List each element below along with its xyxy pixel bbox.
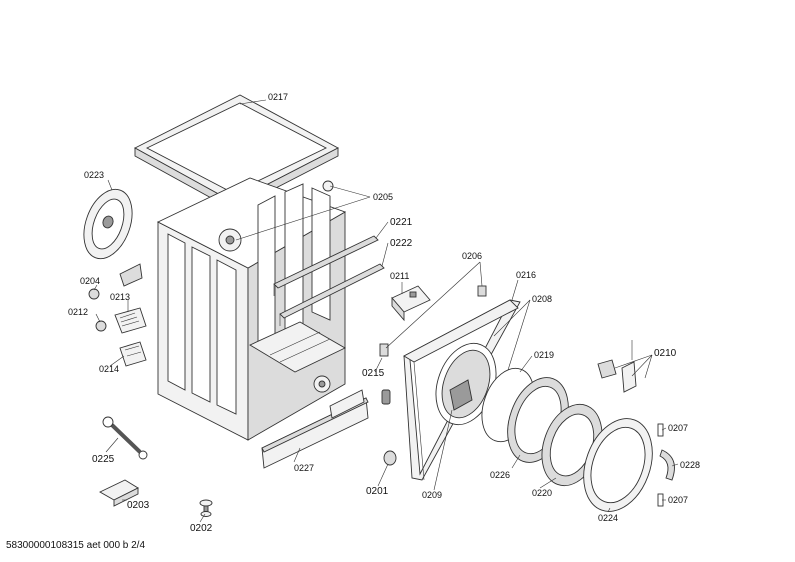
label-0220: 0220 [532, 488, 552, 498]
door-glass-part [541, 403, 603, 487]
hinge-parts [597, 340, 675, 507]
label-0215: 0215 [362, 368, 385, 379]
label-0226: 0226 [490, 470, 510, 480]
door-lock-part [391, 285, 431, 322]
label-0212: 0212 [68, 307, 88, 317]
cross-bars [273, 235, 385, 326]
door-ring-outer [583, 418, 653, 512]
front-panel-part [403, 299, 521, 481]
label-0224: 0224 [598, 513, 618, 523]
label-0201: 0201 [366, 486, 389, 497]
clip-0215 [379, 343, 389, 357]
small-parts-left [88, 288, 147, 367]
label-0210: 0210 [654, 348, 677, 359]
label-0216: 0216 [516, 270, 536, 280]
label-0223: 0223 [84, 170, 104, 180]
label-0227: 0227 [294, 463, 314, 473]
door-ring-inner [507, 377, 569, 463]
label-0228: 0228 [680, 460, 700, 470]
label-0222: 0222 [390, 238, 413, 249]
leader-lines [93, 99, 679, 523]
worktop-part [134, 94, 339, 211]
label-0206: 0206 [462, 251, 482, 261]
spanner-tool [102, 416, 148, 460]
label-0221: 0221 [390, 217, 413, 228]
clip-0206 [477, 285, 487, 297]
label-0204: 0204 [80, 276, 100, 286]
label-0207-bottom: 0207 [668, 495, 688, 505]
label-0205: 0205 [373, 192, 393, 202]
rear-cover-part [83, 188, 143, 287]
transport-bracket [99, 479, 139, 507]
label-0208: 0208 [532, 294, 552, 304]
adjustable-foot [199, 499, 213, 517]
cabinet-body [156, 177, 347, 441]
label-0211: 0211 [390, 271, 409, 281]
label-0209: 0209 [422, 490, 442, 500]
label-0213: 0213 [110, 292, 130, 302]
label-0207-top: 0207 [668, 423, 688, 433]
label-0214: 0214 [99, 364, 119, 374]
label-0202: 0202 [190, 523, 213, 534]
drawer-strip [329, 389, 391, 419]
label-0219: 0219 [534, 350, 554, 360]
label-0217: 0217 [268, 92, 288, 102]
seal-0201 [383, 450, 397, 466]
document-footer: 58300000108315 aet 000 b 2/4 [6, 540, 146, 551]
label-0203: 0203 [127, 500, 150, 511]
label-0225: 0225 [92, 454, 115, 465]
